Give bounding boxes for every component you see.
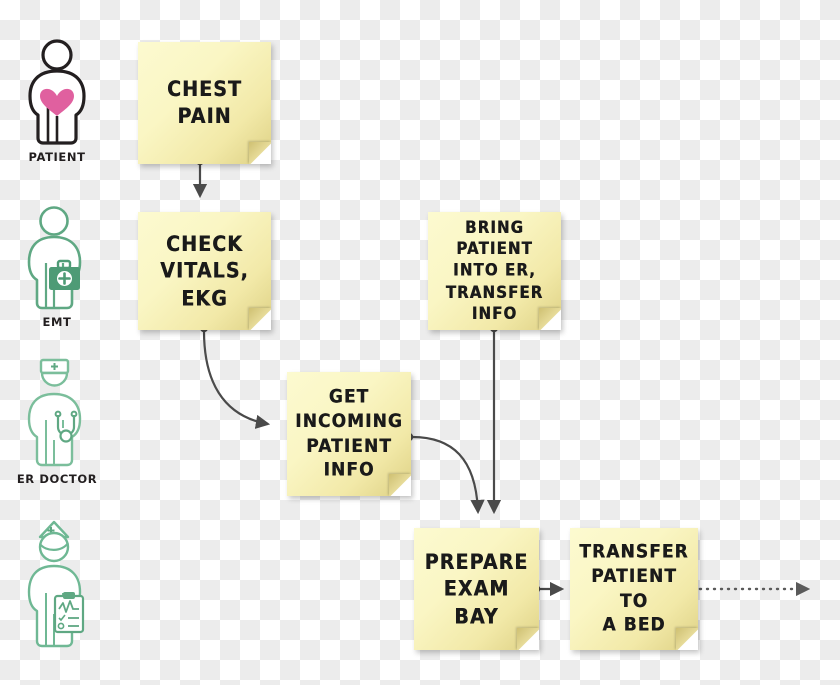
patient-figure-heart-icon xyxy=(28,39,86,145)
nurse-figure-clipboard-icon xyxy=(27,520,85,648)
lane-role-er-doctor[interactable]: ER DOCTOR xyxy=(2,358,112,486)
connector-transfer-to-next xyxy=(689,581,811,597)
lane-role-emt-label: EMT xyxy=(42,315,72,329)
lane-role-patient[interactable]: PATIENT xyxy=(2,38,112,164)
connector-bring-to-prepare xyxy=(486,323,502,515)
emt-figure-medical-bag-icon xyxy=(27,206,82,310)
connector-vitals-to-incoming xyxy=(199,323,271,429)
doctor-figure-stethoscope-icon xyxy=(27,358,82,467)
lane-role-emt[interactable]: EMT xyxy=(2,205,112,329)
lane-role-er-doctor-label: ER DOCTOR xyxy=(16,472,98,486)
connector-incoming-to-prepare xyxy=(404,432,485,515)
lane-role-nurse[interactable] xyxy=(2,515,112,657)
lane-role-patient-label: PATIENT xyxy=(28,150,86,164)
